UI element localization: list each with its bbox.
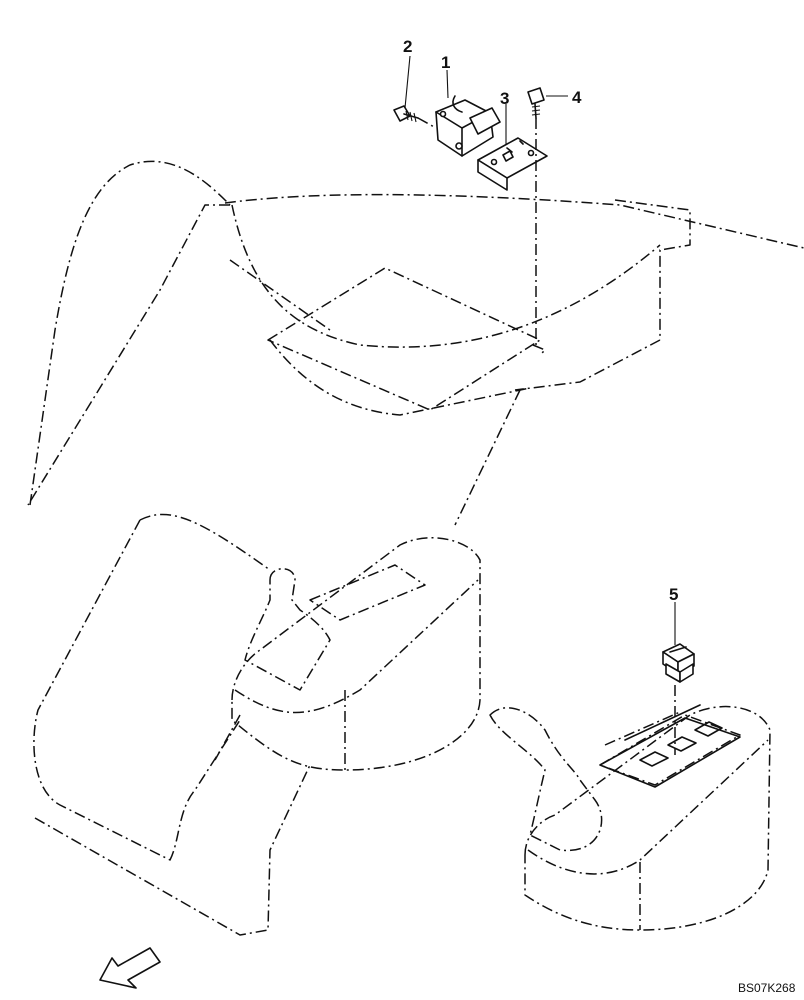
bolt-part [393,105,437,129]
callout-5: 5 [669,585,678,604]
callout-1: 1 [441,53,450,72]
front-direction-arrow-icon [99,947,161,989]
rocker-switch-part [662,643,695,755]
screw-part [527,87,546,356]
floor-outline [33,513,311,936]
seat-outline [27,160,804,526]
callout-3: 3 [500,89,509,108]
leader-lines [404,55,676,645]
left-console [231,537,481,771]
switch-assembly [435,95,501,157]
right-console [489,705,771,931]
callout-2: 2 [403,37,412,56]
callout-4: 4 [572,88,582,107]
drawing-code: BS07K268 [738,981,796,995]
switch-panel-slots [599,704,741,788]
bracket-part [477,137,548,191]
